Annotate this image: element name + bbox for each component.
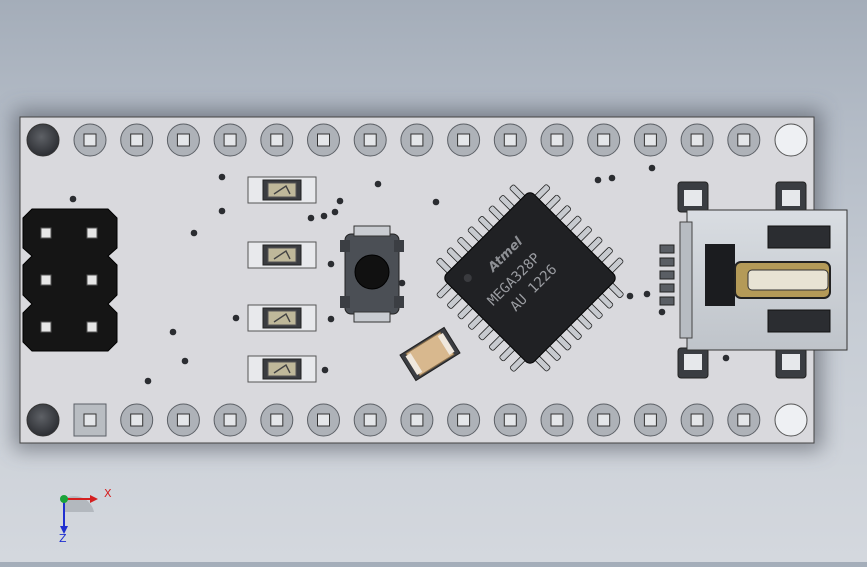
via-hole (320, 212, 328, 220)
via-hole (648, 164, 656, 172)
icsp-header-body (22, 208, 118, 352)
via-hole (608, 174, 616, 182)
z-axis-label: Z (59, 532, 67, 545)
icsp-pin (40, 227, 52, 239)
header-pin (447, 123, 481, 157)
icsp-pin (86, 227, 98, 239)
via-hole (218, 207, 226, 215)
z-axis-arrow-icon (60, 526, 68, 534)
mini-usb-connector[interactable] (659, 181, 848, 379)
via-hole (181, 357, 189, 365)
via-hole (321, 366, 329, 374)
smd-led (247, 241, 317, 269)
header-pin (447, 403, 481, 437)
via-hole (432, 198, 440, 206)
header-pin (73, 123, 107, 157)
via-hole (327, 260, 335, 268)
via-hole (643, 290, 651, 298)
icsp-header[interactable] (22, 208, 118, 352)
via-hole (658, 308, 666, 316)
header-pin (400, 403, 434, 437)
header-pin (120, 123, 154, 157)
via-hole (169, 328, 177, 336)
header-pin (633, 403, 667, 437)
header-pin (353, 123, 387, 157)
microcontroller-chip[interactable]: Atmel MEGA328P AU 1226 (420, 168, 641, 389)
vias (69, 164, 730, 385)
reset-button[interactable] (340, 225, 404, 323)
header-pin (120, 403, 154, 437)
smd-led-group (247, 176, 317, 383)
header-pins-top-row (73, 123, 761, 157)
header-pin (540, 403, 574, 437)
header-pin (493, 123, 527, 157)
smd-led (247, 176, 317, 204)
header-pin (633, 123, 667, 157)
via-hole (218, 173, 226, 181)
smd-led (247, 355, 317, 383)
resonator-component (399, 326, 461, 382)
icsp-pin (86, 274, 98, 286)
mounting-hole-top-left (26, 123, 60, 157)
header-pin (400, 123, 434, 157)
header-pin (166, 403, 200, 437)
via-hole (327, 315, 335, 323)
via-hole (331, 208, 339, 216)
via-hole (722, 354, 730, 362)
y-axis-dot-icon (60, 495, 68, 503)
icsp-pin (40, 274, 52, 286)
chip-body (444, 192, 616, 364)
via-hole (398, 279, 406, 287)
header-pin (260, 123, 294, 157)
mounting-holes (26, 123, 808, 437)
mounting-hole-bottom-left (26, 403, 60, 437)
via-hole (232, 314, 240, 322)
via-hole (307, 214, 315, 222)
header-pin (587, 403, 621, 437)
header-pin (540, 123, 574, 157)
header-pin (73, 403, 107, 437)
coordinate-triad: X Z (44, 482, 114, 546)
via-hole (190, 229, 198, 237)
mounting-hole-top-right (774, 123, 808, 157)
reset-button-cap[interactable] (354, 254, 390, 290)
header-pin (307, 403, 340, 437)
header-pin (680, 403, 714, 437)
via-hole (144, 377, 152, 385)
header-pins-bottom-row (73, 403, 761, 437)
via-hole (69, 195, 77, 203)
smd-led (247, 304, 317, 332)
via-hole (594, 176, 602, 184)
triad-graphic (60, 495, 98, 534)
x-axis-label: X (104, 487, 112, 500)
via-hole (374, 180, 382, 188)
icsp-pin (40, 321, 52, 333)
header-pin (213, 123, 247, 157)
header-pin (493, 403, 527, 437)
header-pin (727, 123, 761, 157)
mounting-hole-bottom-right (774, 403, 808, 437)
via-hole (626, 292, 634, 300)
header-pin (353, 403, 387, 437)
chip-pin1-dot (463, 274, 472, 282)
header-pin (680, 123, 714, 157)
icsp-pin (86, 321, 98, 333)
x-axis-arrow-icon (90, 495, 98, 503)
header-pin (307, 123, 340, 157)
header-pin (260, 403, 294, 437)
header-pin (587, 123, 621, 157)
header-pin (166, 123, 200, 157)
via-hole (336, 197, 344, 205)
header-pin (727, 403, 761, 437)
header-pin (213, 403, 247, 437)
